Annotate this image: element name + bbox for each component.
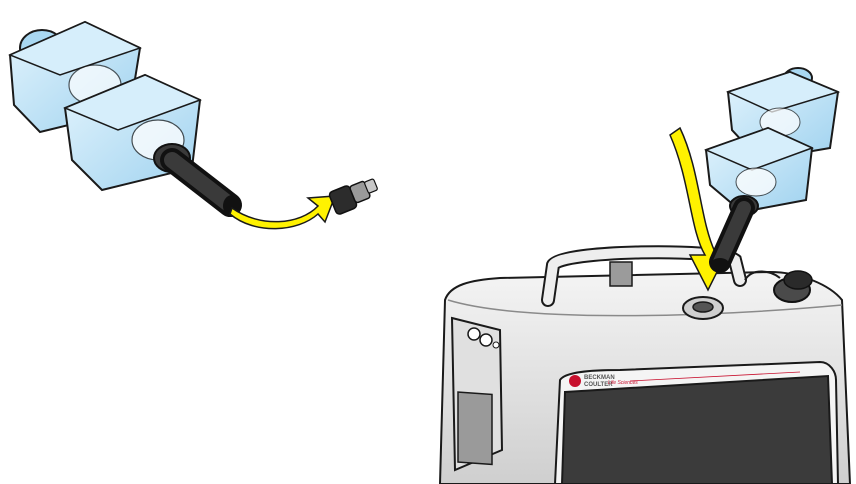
left-filter-assembly [10, 22, 241, 217]
printer-slot [458, 392, 492, 464]
connect-arrow [230, 196, 335, 229]
display-screen [562, 376, 832, 484]
vacuum-port-icon [683, 297, 723, 319]
instrument: BECKMAN COULTER Life Sciences [440, 252, 850, 484]
right-filter-assembly [706, 68, 838, 270]
tube-fitting-icon [328, 179, 378, 216]
